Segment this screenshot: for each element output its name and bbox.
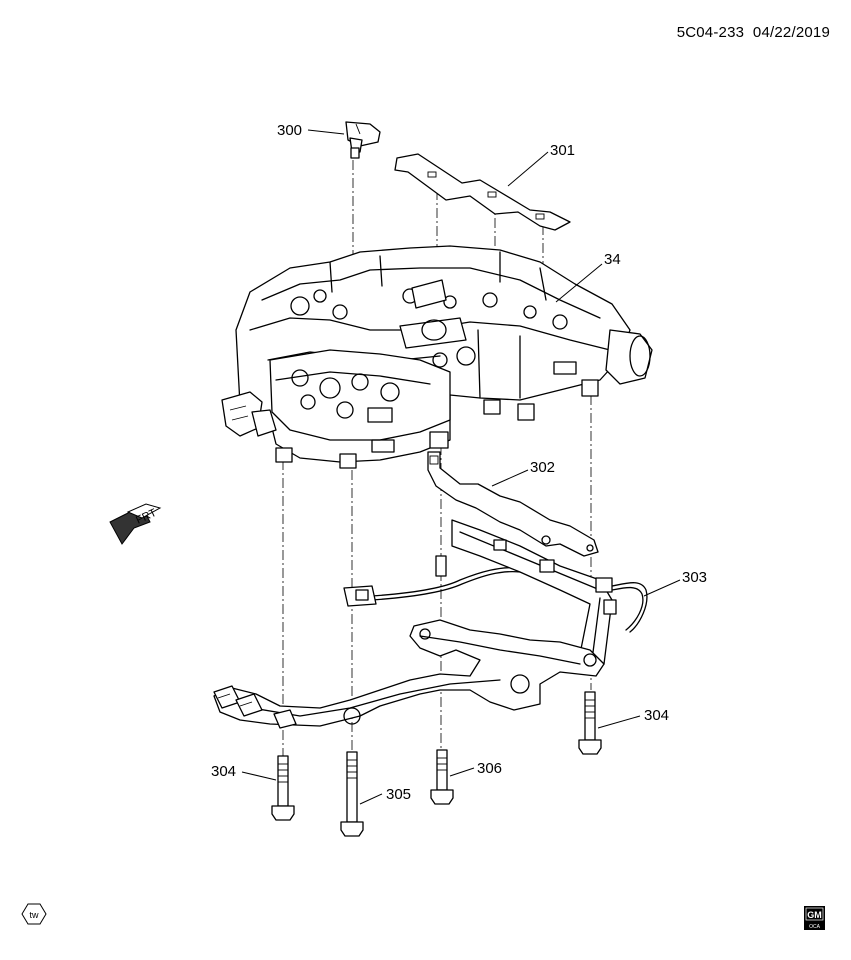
callout-306: 306 — [477, 760, 502, 777]
gm-logo-icon: GM OCA — [804, 906, 825, 930]
part-302-gasket — [427, 451, 599, 557]
part-34-valve-body — [221, 245, 653, 469]
diagram-date: 04/22/2019 — [752, 24, 830, 41]
front-direction-arrow: FRT — [109, 503, 162, 545]
callout-305: 305 — [386, 786, 411, 803]
callout-300: 300 — [277, 122, 302, 139]
part-303-harness — [213, 519, 648, 729]
diagram-header: 5C04-233 04/22/2019 — [620, 24, 830, 41]
diagram-ref-code: 5C04-233 — [676, 24, 745, 41]
leader-lines — [241, 129, 681, 805]
bolt-304-left — [271, 755, 295, 821]
tw-badge-icon: tw — [21, 903, 47, 925]
gm-logo-text: GM — [807, 910, 822, 920]
bolt-305 — [340, 751, 364, 837]
callout-302: 302 — [530, 459, 555, 476]
callout-labels: 300 301 34 302 303 304 305 306 304 — [211, 122, 707, 803]
callout-34: 34 — [604, 251, 621, 268]
callout-303: 303 — [682, 569, 707, 586]
callout-301: 301 — [550, 142, 575, 159]
bolt-304-right — [578, 691, 602, 755]
tw-badge-text: tw — [30, 910, 40, 920]
callout-304-right: 304 — [644, 707, 669, 724]
part-301-plate — [394, 153, 571, 231]
callout-304-left: 304 — [211, 763, 236, 780]
bolt-306 — [430, 749, 454, 805]
part-300-sensor — [345, 121, 381, 159]
gm-logo-subtext: OCA — [809, 924, 821, 930]
